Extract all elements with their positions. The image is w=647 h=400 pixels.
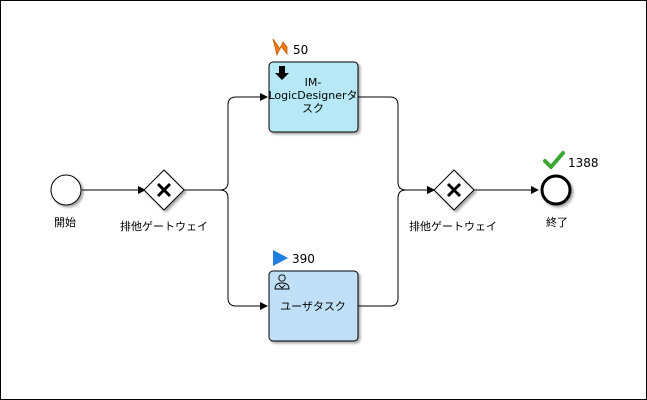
gateway-1-label: 排他ゲートウェイ <box>120 219 208 233</box>
user-icon <box>274 274 290 290</box>
start-event[interactable] <box>50 174 82 206</box>
end-event-label: 終了 <box>546 215 568 229</box>
flow-user-task-to-gateway2[interactable] <box>358 186 435 307</box>
logic-task-badge-count: 50 <box>293 43 308 57</box>
end-event-badge-count: 1388 <box>568 156 599 170</box>
logic-task-label-line1: IM- <box>305 76 322 89</box>
end-event[interactable] <box>540 174 572 206</box>
play-icon <box>273 250 288 266</box>
flow-logic-task-to-gateway2[interactable] <box>358 96 435 194</box>
logic-task-label-line3: スク <box>302 102 324 115</box>
exclusive-gateway-1[interactable] <box>143 169 185 211</box>
lightning-icon <box>272 38 288 57</box>
logic-task-label-line2: LogicDesignerタ <box>268 89 357 102</box>
start-event-label: 開始 <box>54 215 76 229</box>
user-task[interactable]: ユーザタスク <box>268 270 359 342</box>
user-task-badge-count: 390 <box>292 252 315 266</box>
x-icon <box>446 182 462 198</box>
gateway-2-label: 排他ゲートウェイ <box>409 219 497 233</box>
exclusive-gateway-2[interactable] <box>433 169 475 211</box>
checkmark-icon <box>543 151 565 169</box>
sequence-flows <box>82 93 539 310</box>
x-icon <box>156 182 172 198</box>
logic-designer-task[interactable]: IM- LogicDesignerタ スク <box>268 61 359 133</box>
arrow-down-icon <box>275 66 289 80</box>
flow-gateway1-to-user-task[interactable] <box>184 189 268 310</box>
flow-gateway1-to-logic-task[interactable] <box>184 93 268 191</box>
user-task-label: ユーザタスク <box>280 300 346 313</box>
